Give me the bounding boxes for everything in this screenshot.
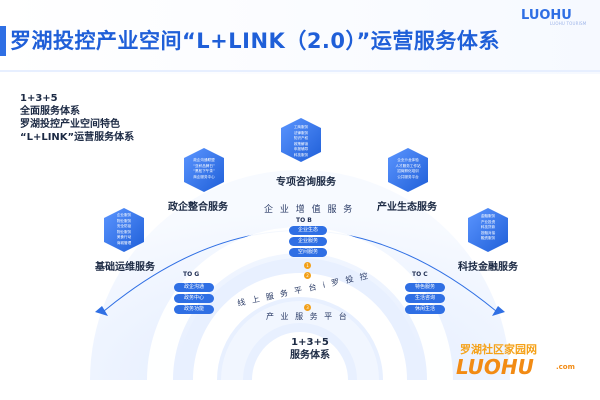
service-item: 政企沟通联盟	[193, 158, 215, 162]
to-g-title: TO G	[183, 271, 200, 278]
service-item: “亚杯品牌日”	[193, 163, 215, 168]
hexagon-gov-integration	[184, 148, 224, 192]
page-title: 罗湖投控产业空间“L+LINK（2.0）”运营服务体系	[10, 29, 500, 53]
service-item: 投融对接	[480, 230, 496, 235]
hexagon-ecology	[388, 148, 428, 192]
service-item: 科技服务	[293, 152, 309, 157]
to-c-title: TO C	[412, 271, 428, 278]
service-item: 招商孵化培训	[397, 169, 419, 174]
hex-text-ecology: 企业沙龙体验 人才服务工作站 招商孵化培训 公共服务平台	[386, 148, 430, 198]
to-g-pill: 政企沟通	[174, 283, 214, 292]
watermark: 罗湖社区家园网 LUOHU .com	[456, 341, 595, 381]
to-b-pill: 企业服务	[289, 237, 327, 246]
to-b-title: TO B	[296, 217, 312, 224]
arc-label-industry-platform: 产 业 服 务 平 台	[266, 312, 349, 321]
core-label: 1+3+5 服务体系	[290, 336, 330, 362]
service-item: 企业沙龙体验	[397, 158, 419, 162]
to-g-pill: 政务功能	[174, 305, 214, 314]
service-item: 金融服务	[480, 214, 496, 218]
service-item: 物业服务	[116, 229, 132, 234]
service-item: 科技贷款	[480, 225, 496, 230]
marker-dot: 2	[304, 272, 311, 279]
title-accent-bar	[0, 26, 6, 56]
intro-line: 罗湖投控产业空间特色	[20, 119, 120, 130]
service-item: 知识产权	[293, 136, 309, 141]
service-item: 公共服务平台	[397, 174, 419, 179]
label-ecology: 产业生态服务	[377, 202, 437, 213]
label-fintech: 科技金融服务	[458, 262, 518, 273]
service-item: 安全防疫	[116, 224, 132, 229]
service-item: 融资服务	[480, 236, 496, 241]
marker-dot: 1	[304, 262, 311, 269]
service-item: 商城管理	[116, 240, 132, 245]
service-item: 政策解读	[293, 141, 309, 146]
service-item: 申报辅导	[293, 147, 309, 152]
to-c-pill: 休闲生活	[405, 305, 445, 314]
to-g-pill: 政务中心	[174, 294, 214, 303]
service-item: 物业服务	[116, 218, 132, 223]
to-c-pill: 生活咨询	[405, 294, 445, 303]
brand-logo-icon: LUOHU	[521, 8, 572, 23]
to-c-pill: 特色服务	[405, 283, 445, 292]
intro-line: 1+3+5	[20, 93, 58, 104]
hex-text-fintech: 金融服务 产业投资 科技贷款 投融对接 融资服务	[466, 205, 510, 255]
header-divider	[0, 70, 600, 72]
service-item: 美食行动	[116, 235, 132, 240]
intro-block: 1+3+5 全面服务体系 罗湖投控产业空间特色 “L+LINK”运营服务体系	[20, 92, 134, 144]
to-b-pill: 空间服务	[289, 248, 327, 257]
service-item: 商企服务中心	[193, 174, 215, 179]
hexagon-basic-ops	[104, 208, 144, 252]
service-item: 产业投资	[480, 219, 496, 224]
to-b-pill: 企业生态	[289, 226, 327, 235]
center-core	[252, 332, 348, 380]
intro-line: “L+LINK”运营服务体系	[20, 132, 135, 143]
hexagon-fintech	[468, 208, 508, 252]
watermark-com: .com	[556, 363, 575, 371]
industry-platform-ring	[221, 301, 379, 381]
left-arrow-icon	[95, 306, 108, 316]
brand-subtitle: LUOHU TOURISM	[550, 21, 587, 26]
watermark-en: LUOHU	[456, 355, 534, 379]
core-label-line: 1+3+5	[291, 337, 329, 348]
hex-text-gov-integration: 政企沟通联盟 “亚杯品牌日” “黑松下午茶” 商企服务中心	[182, 148, 226, 198]
core-label-line: 服务体系	[290, 350, 330, 361]
watermark-cn: 罗湖社区家园网	[460, 343, 537, 356]
service-item: 法律服务	[293, 130, 309, 135]
brand-logo-text: LUOHU	[521, 8, 572, 23]
label-consulting: 专项咨询服务	[276, 177, 336, 188]
hex-text-basic-ops: 企业服务 物业服务 安全防疫 物业服务 美食行动 商城管理	[102, 205, 146, 255]
service-item: 企业服务	[116, 213, 132, 217]
hex-text-consulting: 工商服务 法律服务 知识产权 政策解读 申报辅导 科技服务	[279, 116, 323, 166]
intro-line: 全面服务体系	[20, 106, 80, 117]
hexagon-consulting	[281, 118, 321, 162]
label-basic-ops: 基础运维服务	[95, 262, 155, 273]
marker-dot: 3	[304, 304, 311, 311]
arc-label-value-added: 企 业 增 值 服 务	[264, 205, 355, 215]
service-item: 人才服务工作站	[395, 163, 421, 168]
online-platform-ring	[193, 273, 407, 381]
right-arrow-icon	[492, 306, 505, 316]
brand-logo: LUOHU	[519, 6, 593, 24]
service-item: “黑松下午茶”	[193, 169, 215, 174]
label-gov-integration: 政企整合服务	[168, 202, 228, 213]
service-item: 工商服务	[293, 125, 309, 129]
header-bar: 罗湖投控产业空间“L+LINK（2.0）”运营服务体系	[0, 0, 600, 74]
